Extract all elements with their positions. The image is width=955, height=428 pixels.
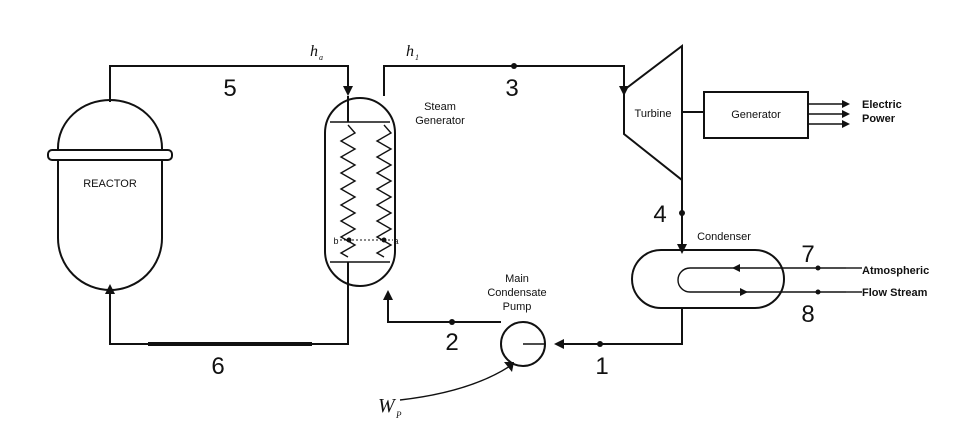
feedwater-line xyxy=(387,296,501,323)
electric-power-label-line1: Electric xyxy=(862,99,902,111)
state-1-label: 1 xyxy=(595,353,608,380)
steam-generator-label-line2: Generator xyxy=(415,115,465,127)
enthalpy-right: h xyxy=(406,43,414,60)
state-2-marker xyxy=(449,319,455,325)
enthalpy-left-subscript: a xyxy=(319,53,323,62)
state-2-label: 2 xyxy=(445,329,458,356)
atmospheric-label-line1: Atmospheric xyxy=(862,265,929,277)
steam-generator-label-line1: Steam xyxy=(424,101,456,113)
condenser-shell xyxy=(631,249,785,309)
reactor-inlet-arrow xyxy=(105,284,115,294)
condenser-label: Condenser xyxy=(697,231,751,243)
pump-work-symbol: W xyxy=(378,395,397,417)
enthalpy-right-subscript: 1 xyxy=(415,53,419,62)
reactor-flange xyxy=(47,149,173,161)
cooling-out-arrow xyxy=(740,288,748,296)
sg-primary-coil xyxy=(339,124,357,258)
coil-point-a-marker xyxy=(381,237,387,243)
cooling-in-arrow xyxy=(732,264,740,272)
electric-power-label-line2: Power xyxy=(862,113,896,125)
condensate-line xyxy=(560,308,683,345)
primary-hot-leg xyxy=(109,65,349,102)
primary-inlet-arrow xyxy=(343,86,353,96)
pump-label-line1: Main xyxy=(505,273,529,285)
state-5-label: 5 xyxy=(223,75,236,102)
condenser-cooling-tube xyxy=(677,267,846,293)
state-4-marker xyxy=(679,210,685,216)
atmospheric-label-line2: Flow Stream xyxy=(862,287,928,299)
pump-work-line xyxy=(399,365,511,401)
primary-cold-leg xyxy=(109,268,349,345)
steam-line xyxy=(383,65,625,96)
pump-work-arrow xyxy=(504,362,514,372)
pump-inlet-arrow xyxy=(554,339,564,349)
coil-point-a-label: a xyxy=(393,236,398,246)
turbine-label: Turbine xyxy=(635,108,672,120)
sg-secondary-coil xyxy=(375,124,393,258)
enthalpy-left: h xyxy=(310,43,318,60)
pump-label-line2: Condensate xyxy=(487,287,546,299)
sg-feedwater-arrow xyxy=(383,290,393,300)
state-8-marker xyxy=(815,289,821,295)
state-4-label: 4 xyxy=(653,201,666,228)
pump-work-subscript: P xyxy=(395,410,402,420)
pump-label-line3: Pump xyxy=(503,301,532,313)
state-7-label: 7 xyxy=(801,241,814,268)
reactor-vessel xyxy=(47,99,173,291)
coil-point-b-marker xyxy=(346,237,352,243)
steam-generator-shell xyxy=(324,97,396,287)
state-1-marker xyxy=(597,341,603,347)
generator-box xyxy=(703,91,809,139)
state-3-marker xyxy=(511,63,517,69)
generator-label: Generator xyxy=(731,109,781,121)
state-8-label: 8 xyxy=(801,301,814,328)
reactor-label: REACTOR xyxy=(83,178,137,190)
electric-output-arrows xyxy=(808,100,850,128)
state-3-label: 3 xyxy=(505,75,518,102)
state-7-marker xyxy=(815,265,821,271)
state-6-label: 6 xyxy=(211,353,224,380)
coil-point-b-label: b xyxy=(333,236,338,246)
